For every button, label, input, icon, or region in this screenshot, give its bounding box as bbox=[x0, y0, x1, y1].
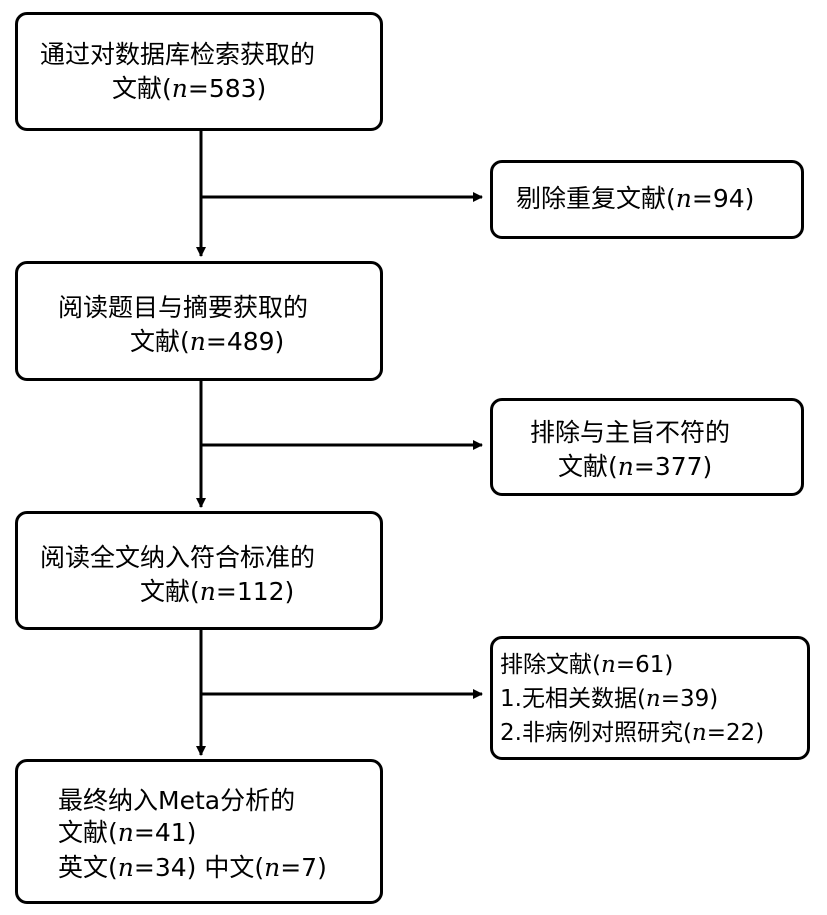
step2-line2: 文献(n=489) bbox=[130, 327, 285, 356]
step3-line2: 文献(n=112) bbox=[140, 577, 295, 606]
step4-box bbox=[15, 759, 383, 904]
exclusion1-line1: 剔除重复文献(n=94) bbox=[516, 184, 755, 213]
step1-line2: 文献(n=583) bbox=[112, 74, 267, 103]
step2-line1: 阅读题目与摘要获取的 bbox=[58, 293, 309, 322]
exclusion2-line1: 排除与主旨不符的 bbox=[530, 418, 731, 447]
exclusion2-box bbox=[490, 398, 804, 496]
step4-line1: 最终纳入Meta分析的 bbox=[58, 786, 296, 815]
step2-box bbox=[15, 261, 383, 381]
step4-line2: 文献(n=41) bbox=[58, 818, 197, 847]
step3-line1: 阅读全文纳入符合标准的 bbox=[40, 543, 316, 572]
exclusion3-line1: 排除文献(n=61) bbox=[500, 652, 674, 678]
exclusion1-box bbox=[490, 160, 804, 239]
step3-box bbox=[15, 511, 383, 630]
step1-box bbox=[15, 12, 383, 131]
exclusion3-item2: 2.非病例对照研究(n=22) bbox=[500, 720, 765, 746]
step1-line1: 通过对数据库检索获取的 bbox=[40, 40, 316, 69]
step4-line3: 英文(n=34) 中文(n=7) bbox=[58, 853, 327, 882]
exclusion2-line2: 文献(n=377) bbox=[558, 452, 713, 481]
exclusion3-item1: 1.无相关数据(n=39) bbox=[500, 686, 719, 712]
exclusion3-box bbox=[490, 636, 810, 760]
